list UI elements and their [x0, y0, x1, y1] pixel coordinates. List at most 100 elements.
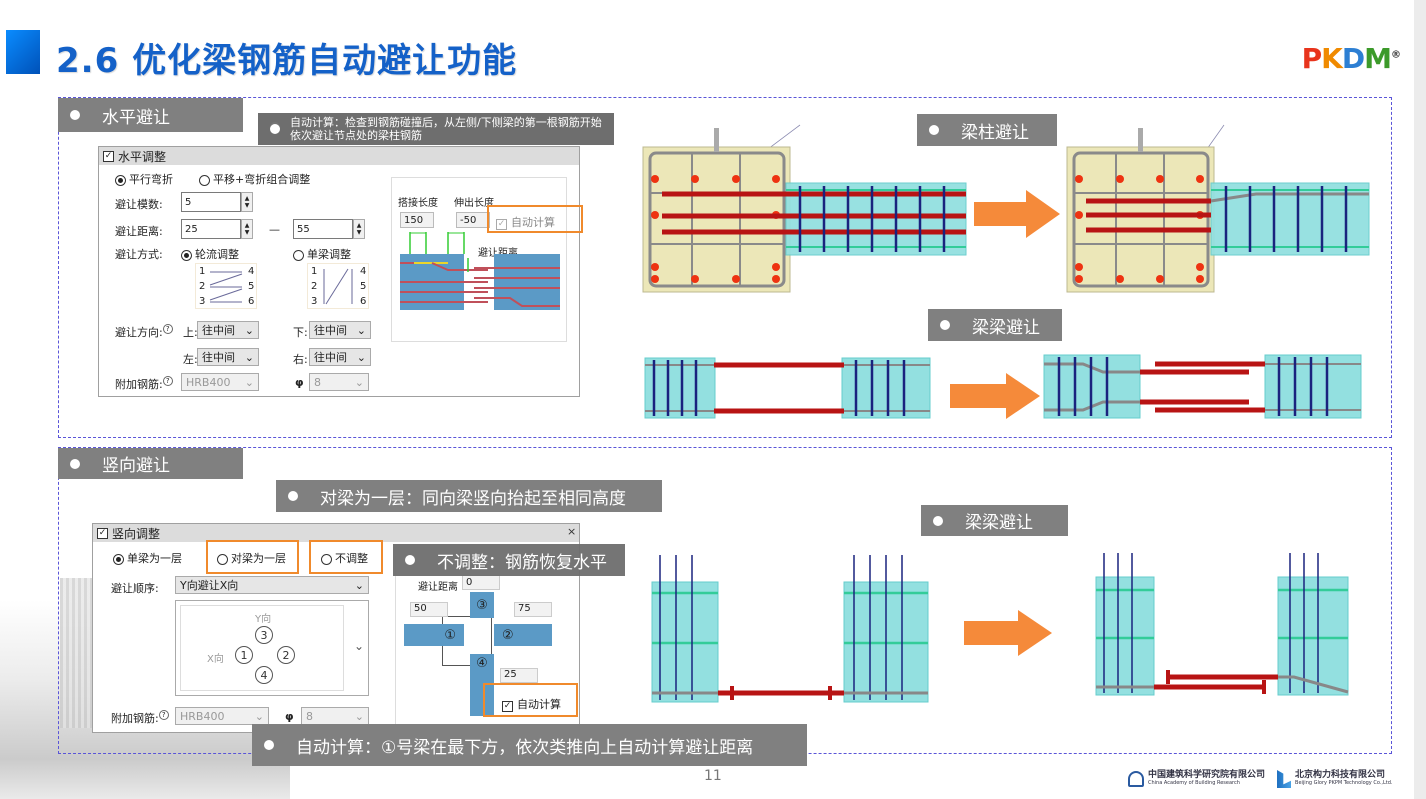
order-preview-select[interactable]: Y向 X向 3 1 2 4 ⌄ — [175, 600, 369, 696]
spin-buttons[interactable]: ▲▼ — [241, 219, 253, 239]
pair-layer-highlight-frame — [206, 540, 299, 574]
spin-buttons[interactable]: ▲▼ — [353, 219, 365, 239]
org1-name-en: China Academy of Building Research — [1148, 780, 1240, 787]
orange-arrow-right — [950, 373, 1040, 419]
vertical-adjust-dialog: ✓竖向调整 单梁为一层 对梁为一层 不调整 避让顺序: Y向避让X向⌄ Y向 X… — [92, 523, 580, 733]
right-direction-select[interactable]: 往中间⌄ — [309, 348, 371, 366]
avoid-distance-input[interactable]: 0 — [462, 575, 500, 590]
title-accent-block — [6, 30, 40, 74]
pkpm-logo: PKDM® — [1302, 42, 1401, 75]
pkpm-company-logo: 北京构力科技有限公司 Beijing Glory PKPM Technology… — [1277, 770, 1393, 788]
diagram-num: 4 — [248, 266, 255, 277]
auto-calc-checkbox-disabled[interactable]: ✓自动计算 — [496, 214, 555, 230]
left-label: 左: — [183, 353, 198, 366]
bullet-icon — [70, 110, 80, 120]
bullet-icon — [940, 320, 950, 330]
beam-1-block: ① — [404, 624, 464, 646]
round-robin-diagram: 1 2 3 4 5 6 — [195, 263, 257, 309]
order-select[interactable]: Y向避让X向⌄ — [175, 576, 369, 594]
radio-pair-layer[interactable]: 对梁为一层 — [217, 550, 286, 566]
beam-2-block: ② — [494, 624, 552, 646]
radio-label: 平行弯折 — [129, 173, 173, 186]
beam-beam-before-illustration — [644, 357, 931, 419]
horizontal-enable-checkbox[interactable]: ✓ — [103, 150, 114, 162]
diagram-num: 4 — [360, 266, 367, 277]
diagram-num: 5 — [360, 281, 367, 292]
beam-column-after-illustration — [1066, 124, 1370, 293]
chevron-down-icon: ⌄ — [244, 375, 254, 389]
count-spinner[interactable]: 5 ▲▼ — [181, 192, 253, 212]
phi-select[interactable]: 8⌄ — [301, 707, 369, 725]
distance-min-input[interactable]: 25 — [181, 219, 241, 239]
dialog-title: 竖向调整 — [112, 526, 161, 541]
logo-letter: K — [1321, 42, 1343, 75]
pair-beam-callout: 对梁为一层：同向梁竖向抬起至相同高度 — [276, 480, 662, 512]
down-direction-select[interactable]: 往中间⌄ — [309, 321, 371, 339]
dialog-title: 水平调整 — [118, 149, 167, 164]
lap-input[interactable]: 150 — [400, 212, 434, 228]
bullet-icon — [70, 458, 80, 469]
extend-input[interactable]: -50 — [456, 212, 490, 228]
radio-label: 单梁调整 — [307, 248, 351, 261]
select-value: 8 — [314, 375, 321, 389]
diagram-num: 3 — [311, 296, 318, 307]
up-direction-select[interactable]: 往中间⌄ — [197, 321, 259, 339]
left-direction-select[interactable]: 往中间⌄ — [197, 348, 259, 366]
label-text: 梁梁避让 — [965, 513, 1033, 533]
beam-beam-label-vertical: 梁梁避让 — [921, 505, 1068, 536]
diagram-num: 3 — [199, 296, 206, 307]
registered-mark: ® — [1391, 49, 1401, 61]
beam1-offset-input[interactable]: 50 — [410, 602, 448, 617]
spin-buttons[interactable]: ▲▼ — [241, 192, 253, 212]
single-beam-diagram: 1 2 3 4 5 6 — [307, 263, 369, 309]
radio-label: 单梁为一层 — [127, 552, 182, 565]
callout-text: 自动计算：检查到钢筋碰撞后，从左侧/下侧梁的第一根钢筋开始依次避让节点处的梁柱钢… — [290, 116, 602, 142]
diagram-num: 6 — [360, 296, 367, 307]
distance-max-input[interactable]: 55 — [293, 219, 353, 239]
chevron-down-icon: ⌄ — [354, 578, 364, 592]
auto-calc-label: 自动计算 — [517, 698, 561, 711]
cabr-emblem-icon — [1128, 771, 1144, 787]
extra-rebar-grade-select[interactable]: HRB400 ⌄ — [181, 373, 259, 391]
auto-calc-highlight-frame-vertical — [483, 683, 578, 717]
help-icon[interactable]: ? — [162, 376, 173, 386]
vertical-auto-calc-callout: 自动计算：①号梁在最下方，依次类推向上自动计算避让距离 — [252, 724, 807, 766]
radio-no-adjust[interactable]: 不调整 — [321, 550, 368, 566]
auto-calc-highlight-frame — [487, 205, 583, 233]
radio-parallel-bend[interactable]: 平行弯折 — [115, 171, 173, 187]
extra-rebar-grade-select[interactable]: HRB400⌄ — [175, 707, 269, 725]
vertical-enable-checkbox[interactable]: ✓ — [97, 527, 108, 539]
diagram-num: 1 — [311, 266, 318, 277]
vertical-beam-after-illustration — [1095, 553, 1349, 696]
beam-number-1: 1 — [235, 646, 253, 664]
y-direction-label: Y向 — [255, 614, 272, 625]
label-text: 梁柱避让 — [961, 122, 1029, 143]
diagram-num: 6 — [248, 296, 255, 307]
beam-4-block: ④ — [470, 654, 494, 716]
radio-shift-bend[interactable]: 平移+弯折组合调整 — [199, 171, 310, 187]
radio-round-robin[interactable]: 轮流调整 — [181, 246, 239, 262]
help-icon[interactable]: ? — [158, 710, 169, 720]
right-edge-bar — [1414, 0, 1426, 799]
order-preview: Y向 X向 3 1 2 4 — [180, 605, 344, 691]
distance-max-spinner[interactable]: 55 ▲▼ — [293, 219, 365, 239]
count-input[interactable]: 5 — [181, 192, 241, 212]
dialog-header: ✓ 竖向调整 — [93, 524, 579, 542]
beam4-offset-input[interactable]: 25 — [500, 668, 538, 683]
count-label: 避让模数: — [115, 198, 163, 211]
distance-min-spinner[interactable]: 25 ▲▼ — [181, 219, 253, 239]
radio-label: 平移+弯折组合调整 — [213, 173, 311, 186]
vertical-beam-before-illustration — [651, 555, 929, 703]
auto-calc-checkbox[interactable]: ✓自动计算 — [502, 696, 561, 712]
close-icon[interactable]: × — [567, 525, 577, 538]
phi-select[interactable]: 8⌄ — [309, 373, 369, 391]
help-icon[interactable]: ? — [162, 324, 173, 334]
radio-single-layer[interactable]: 单梁为一层 — [113, 550, 182, 566]
page-number: 11 — [704, 768, 722, 784]
beam2-offset-input[interactable]: 75 — [514, 602, 552, 617]
mode-radio-group: 平行弯折 平移+弯折组合调整 — [115, 171, 310, 187]
cabr-logo: 中国建筑科学研究院有限公司 China Academy of Building … — [1128, 770, 1265, 787]
select-value: HRB400 — [186, 375, 231, 389]
radio-single-beam[interactable]: 单梁调整 — [293, 246, 351, 262]
direction-label: 避让方向: — [115, 326, 163, 339]
